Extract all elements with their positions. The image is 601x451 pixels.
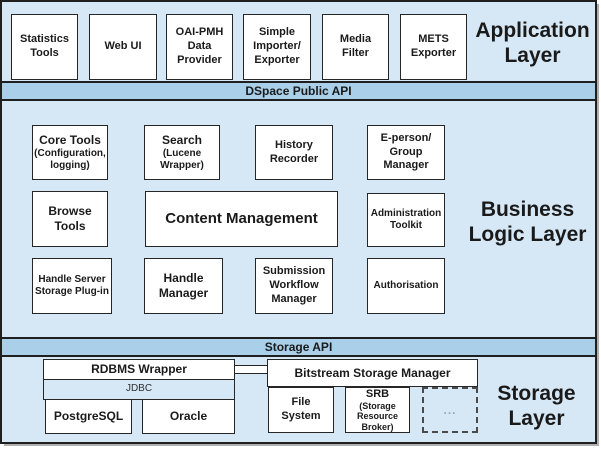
storage-band-jdbc: JDBC (43, 379, 235, 400)
app-box-web-ui: Web UI (89, 14, 157, 80)
core-tools-subtitle: (Configuration, logging) (34, 148, 106, 172)
biz-box-submission-workflow-manager: Submission Workflow Manager (255, 258, 333, 314)
biz-box-handle-server-storage-plugin: Handle Server Storage Plug-in (32, 258, 112, 314)
storage-box-other-placeholder: ... (422, 387, 478, 433)
storage-box-bitstream-storage-manager: Bitstream Storage Manager (267, 359, 478, 387)
storage-api-band: Storage API (2, 337, 595, 357)
business-logic-layer-label: Business Logic Layer (468, 197, 587, 246)
biz-box-administration-toolkit: Administration Toolkit (367, 193, 445, 247)
app-box-media-filter: Media Filter (322, 14, 389, 80)
biz-box-eperson-group-manager: E-person/ Group Manager (367, 125, 445, 180)
dspace-public-api-band: DSpace Public API (2, 81, 595, 101)
biz-box-history-recorder: History Recorder (255, 125, 333, 180)
core-tools-title: Core Tools (39, 132, 101, 147)
biz-box-core-tools: Core Tools (Configuration, logging) (32, 125, 108, 180)
srb-subtitle: (Storage Resource Broker) (356, 401, 399, 432)
storage-box-rdbms-wrapper: RDBMS Wrapper (43, 359, 235, 380)
app-box-simple-importer-exporter: Simple Importer/ Exporter (243, 14, 311, 80)
rdbms-bitstream-connector (233, 365, 269, 374)
app-box-oai-pmh-data-provider: OAI-PMH Data Provider (166, 14, 233, 80)
srb-title: SRB (365, 387, 390, 400)
application-layer-label: Application Layer (475, 18, 590, 67)
storage-box-srb: SRB (Storage Resource Broker) (345, 387, 410, 433)
dspace-architecture-diagram: Statistics Tools Web UI OAI-PMH Data Pro… (0, 0, 597, 444)
biz-box-browse-tools: Browse Tools (32, 191, 108, 247)
app-box-statistics-tools: Statistics Tools (11, 14, 78, 80)
search-title: Search (161, 132, 203, 147)
biz-box-content-management: Content Management (145, 191, 338, 247)
biz-box-search: Search (Lucene Wrapper) (144, 125, 220, 180)
search-subtitle: (Lucene Wrapper) (160, 148, 204, 172)
biz-box-authorisation: Authorisation (367, 258, 445, 314)
biz-box-handle-manager: Handle Manager (144, 258, 223, 314)
storage-box-postgresql: PostgreSQL (45, 399, 132, 434)
app-box-mets-exporter: METS Exporter (400, 14, 467, 80)
storage-box-file-system: File System (268, 387, 334, 433)
storage-box-oracle: Oracle (142, 399, 235, 434)
storage-layer-label: Storage Layer (497, 381, 576, 430)
